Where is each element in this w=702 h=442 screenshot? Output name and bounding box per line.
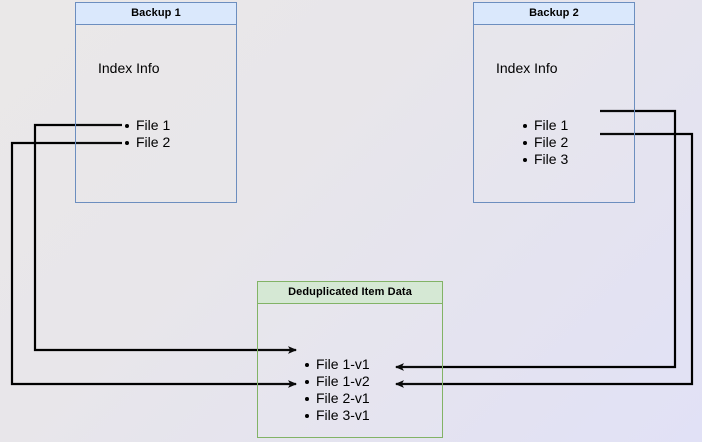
list-item: File 3-v1 bbox=[302, 407, 370, 424]
list-item: File 2-v1 bbox=[302, 390, 370, 407]
list-item: File 1-v1 bbox=[302, 356, 370, 373]
list-item: File 1-v2 bbox=[302, 373, 370, 390]
node-backup-1-index-label: Index Info bbox=[98, 60, 160, 76]
node-backup-2-index-label: Index Info bbox=[496, 60, 558, 76]
list-item: File 1 bbox=[122, 117, 170, 134]
node-deduplicated-item-data-file-list: File 1-v1 File 1-v2 File 2-v1 File 3-v1 bbox=[302, 356, 370, 424]
list-item: File 1 bbox=[520, 117, 568, 134]
node-deduplicated-item-data[interactable]: Deduplicated Item Data File 1-v1 File 1-… bbox=[257, 281, 443, 438]
node-backup-1-body: Index Info File 1 File 2 bbox=[76, 25, 236, 202]
list-item: File 2 bbox=[520, 134, 568, 151]
node-deduplicated-item-data-header: Deduplicated Item Data bbox=[258, 282, 442, 304]
node-backup-2[interactable]: Backup 2 Index Info File 1 File 2 File 3 bbox=[473, 2, 635, 203]
node-backup-2-header: Backup 2 bbox=[474, 3, 634, 25]
node-backup-1[interactable]: Backup 1 Index Info File 1 File 2 bbox=[75, 2, 237, 203]
node-deduplicated-item-data-body: File 1-v1 File 1-v2 File 2-v1 File 3-v1 bbox=[258, 304, 442, 437]
list-item: File 2 bbox=[122, 134, 170, 151]
list-item: File 3 bbox=[520, 151, 568, 168]
node-backup-1-file-list: File 1 File 2 bbox=[122, 117, 170, 151]
node-backup-1-header: Backup 1 bbox=[76, 3, 236, 25]
node-backup-2-body: Index Info File 1 File 2 File 3 bbox=[474, 25, 634, 202]
node-backup-2-file-list: File 1 File 2 File 3 bbox=[520, 117, 568, 168]
